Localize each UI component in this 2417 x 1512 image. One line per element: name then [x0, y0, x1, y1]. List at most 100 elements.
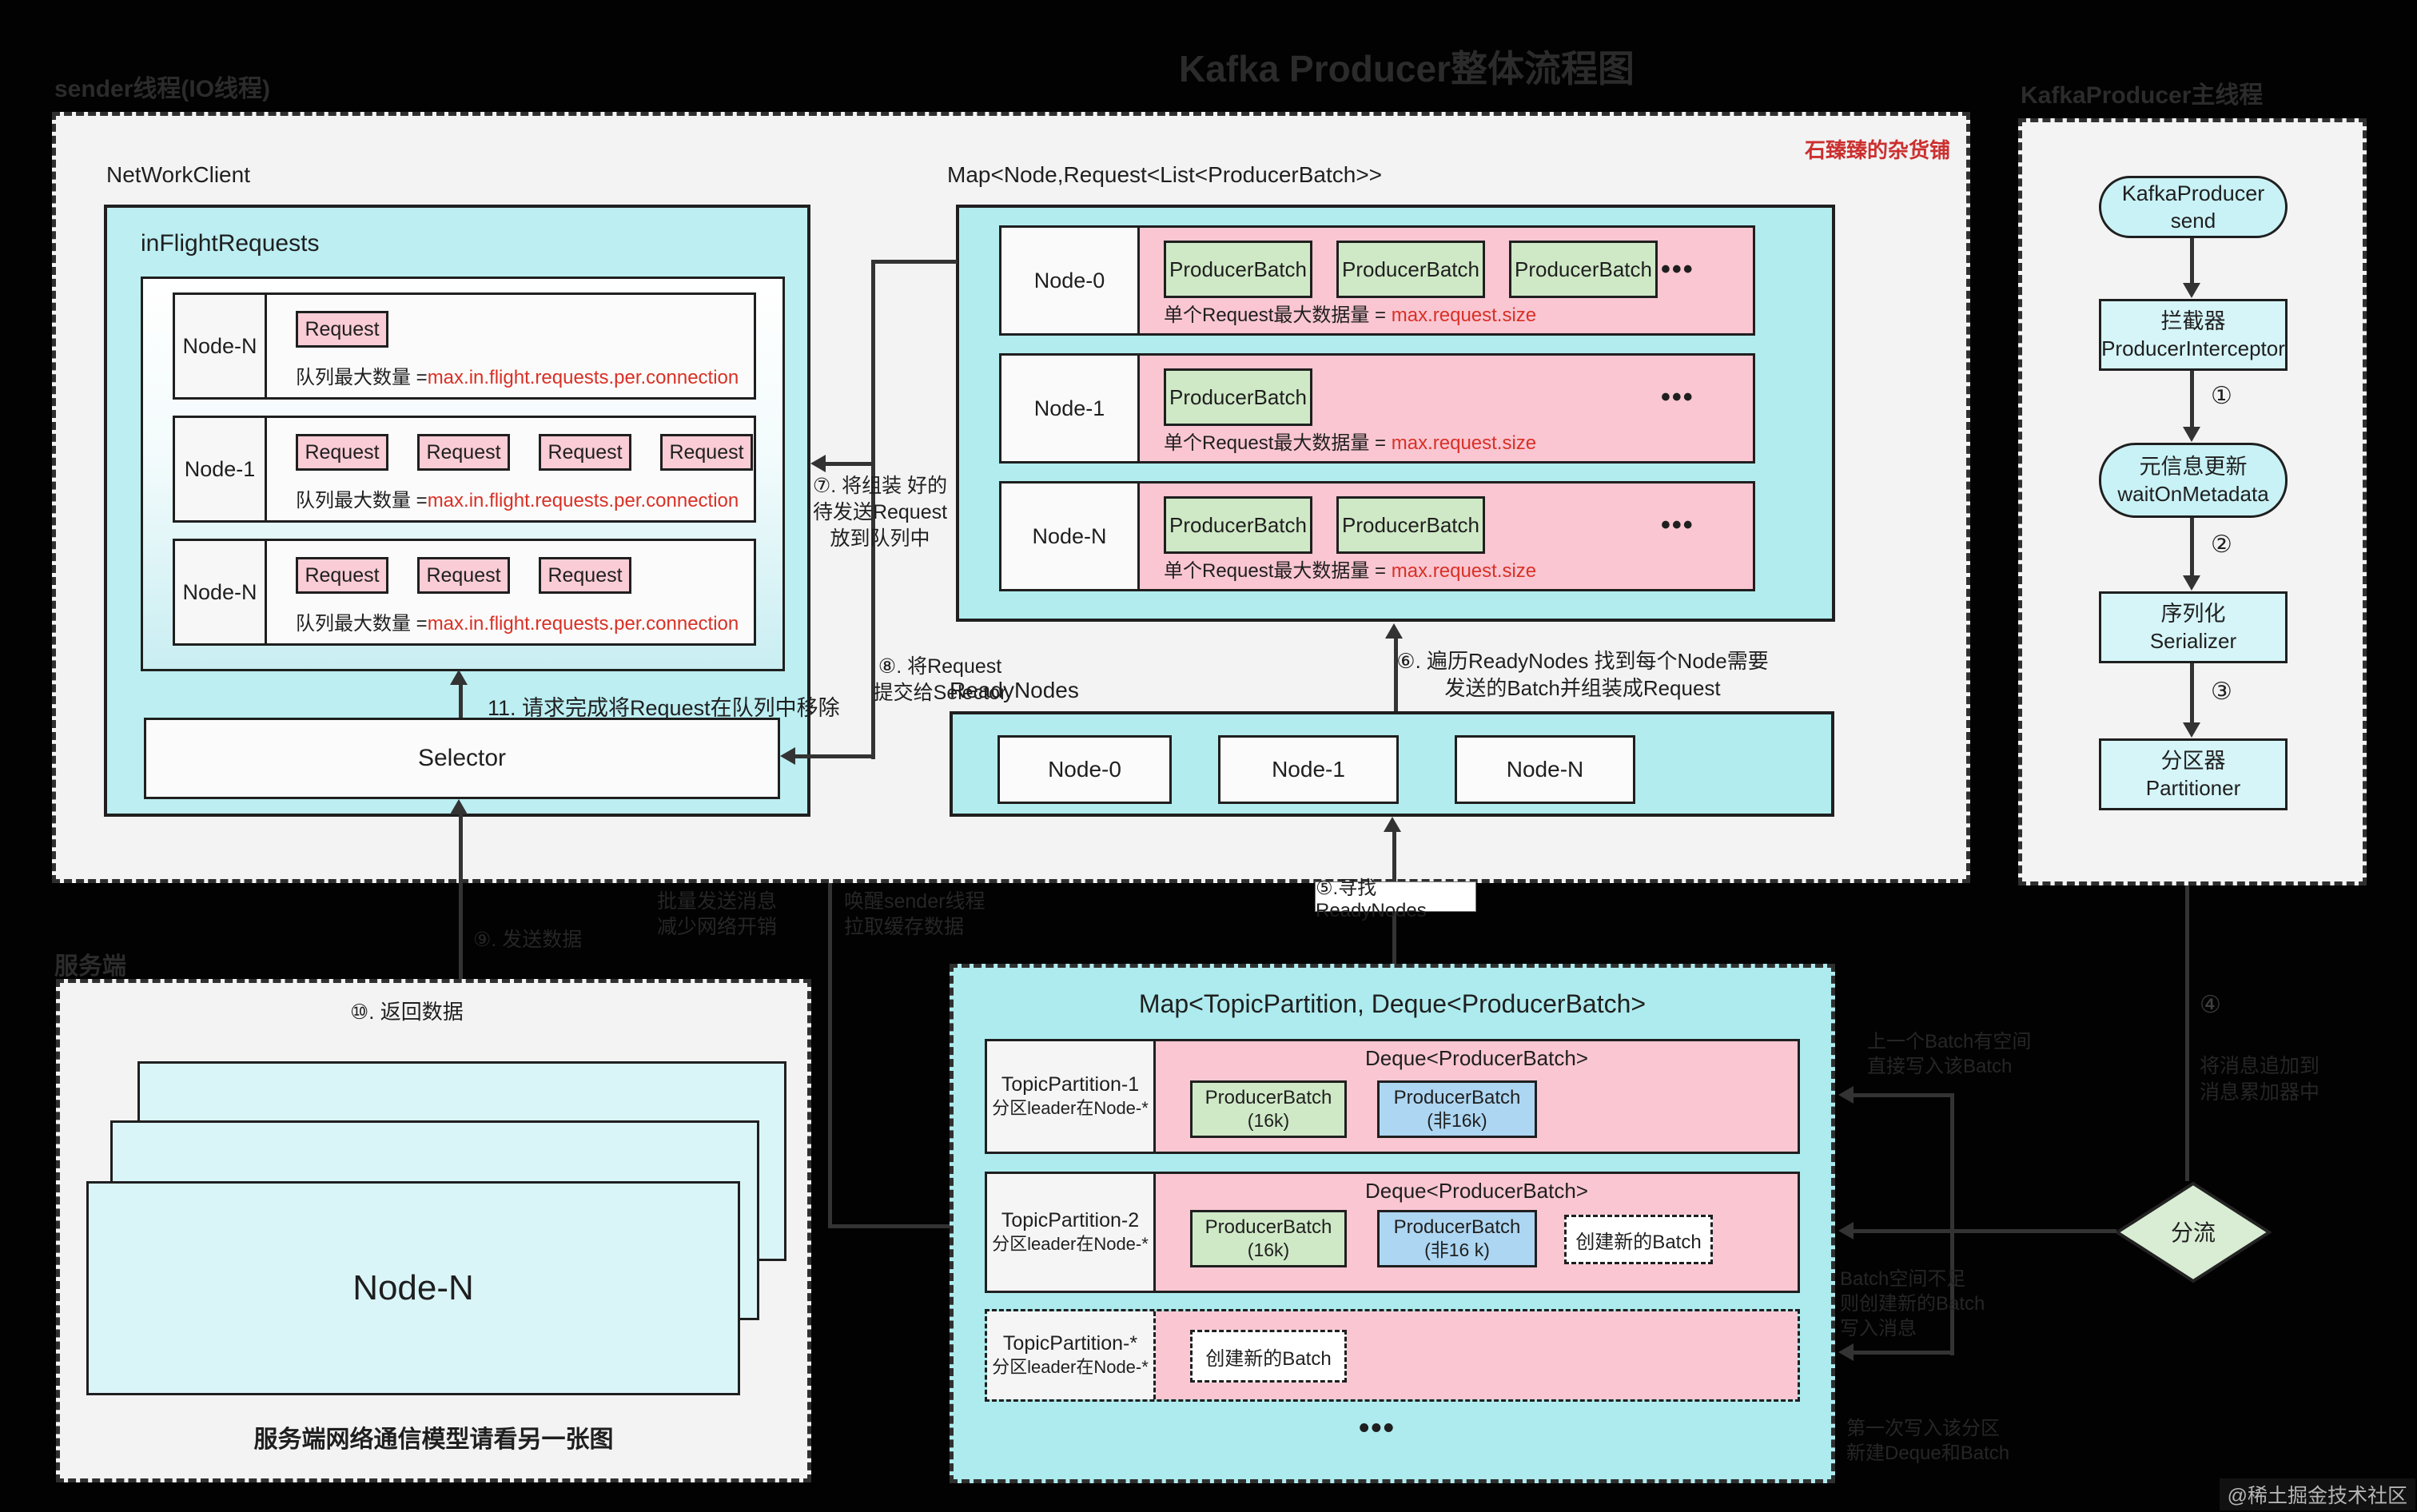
- queue-limit-note: 队列最大数量 =max.in.flight.requests.per.conne…: [296, 361, 739, 389]
- request-map-title: Map<Node,Request<List<ProducerBatch>>: [947, 162, 1383, 187]
- arrowhead: [1385, 623, 1403, 639]
- sender-thread-label: sender线程(IO线程): [54, 76, 271, 102]
- inflight-title: inFlightRequests: [141, 230, 320, 257]
- faint-note-line: 直接写入该Batch: [1867, 1056, 2013, 1077]
- step5-label: ⑤.寻找ReadyNodes: [1315, 877, 1476, 921]
- node-label: Node-0: [1001, 228, 1140, 333]
- brand-label: 石臻臻的杂货铺: [1805, 138, 1951, 162]
- step8-line1: ⑧. 将Request: [878, 655, 1002, 678]
- flow-line1: 序列化: [2160, 602, 2226, 626]
- step11-label: 11. 请求完成将Request在队列中移除: [488, 696, 840, 720]
- producer-batch-chip: ProducerBatch: [1336, 496, 1485, 554]
- inflight-row: Node-N Request 队列最大数量 =max.in.flight.req…: [173, 292, 756, 400]
- arrowhead: [450, 799, 468, 814]
- site-watermark: @稀土掘金技术社区: [2219, 1478, 2415, 1510]
- ready-nodes-title: ReadyNodes: [950, 678, 1079, 702]
- selector-label: Selector: [417, 745, 507, 771]
- arrowhead: [1838, 1222, 1854, 1239]
- batch-size: (16k): [1247, 1110, 1290, 1131]
- producer-batch-chip: ProducerBatch: [1164, 496, 1312, 554]
- request-chip: Request: [296, 557, 388, 594]
- note-prefix: 单个Request最大数据量 =: [1164, 560, 1392, 582]
- arrowhead: [2183, 283, 2200, 298]
- server-node-rect-front: Node-N: [86, 1181, 740, 1395]
- batch-label: ProducerBatch: [1393, 1216, 1521, 1238]
- step3-label: ③: [2211, 678, 2232, 705]
- topic-partition-name: TopicPartition-1: [1001, 1073, 1140, 1096]
- note-value: max.in.flight.requests.per.connection: [427, 490, 739, 511]
- faint-note-line: 写入消息: [1840, 1318, 1917, 1339]
- request-chip: Request: [660, 434, 753, 471]
- request-size-note: 单个Request最大数据量 = max.request.size: [1164, 427, 1536, 455]
- ready-node: Node-1: [1218, 735, 1399, 804]
- step6-line1: ⑥. 遍历ReadyNodes 找到每个Node需要: [1396, 649, 1769, 673]
- ellipsis: •••: [1359, 1411, 1396, 1445]
- faint-note-line: 唤醒sender线程: [844, 890, 986, 913]
- step6-line2: 发送的Batch并组装成Request: [1444, 676, 1721, 700]
- step7-line1: ⑦. 将组装 好的: [812, 475, 948, 497]
- faint-note-line: 拉取缓存数据: [844, 916, 965, 938]
- request-map-row: Node-1 ProducerBatch 单个Request最大数据量 = ma…: [999, 353, 1755, 464]
- faint-note-branch1: 上一个Batch有空间 直接写入该Batch: [1867, 1029, 2051, 1079]
- request-chip: Request: [539, 434, 631, 471]
- flow-line2: waitOnMetadata: [2117, 482, 2269, 506]
- request-size-note: 单个Request最大数据量 = max.request.size: [1164, 299, 1536, 327]
- topic-partition-sub: 分区leader在Node-*: [992, 1234, 1149, 1254]
- connector-line: [1394, 636, 1398, 713]
- step7-label: ⑦. 将组装 好的 待发送Request 放到队列中: [806, 473, 954, 552]
- request-chip: Request: [296, 311, 388, 348]
- flow-line2: send: [2170, 209, 2216, 233]
- topic-partition-cell: TopicPartition-* 分区leader在Node-*: [987, 1311, 1156, 1399]
- batch-size: (非16k): [1427, 1110, 1487, 1131]
- connector-line: [1853, 1229, 2116, 1233]
- new-batch-label: 创建新的Batch: [1205, 1347, 1332, 1370]
- server-node-label: Node-N: [352, 1268, 474, 1307]
- faint-note-line: 减少网络开销: [657, 916, 778, 938]
- ready-node: Node-N: [1455, 735, 1635, 804]
- arrowhead: [1838, 1343, 1854, 1361]
- batch-label: ProducerBatch: [1393, 1087, 1521, 1108]
- request-map-row: Node-0 ProducerBatch ProducerBatch Produ…: [999, 225, 1755, 336]
- faint-note-line: 上一个Batch有空间: [1867, 1031, 2032, 1052]
- faint-note-batching: 批量发送消息 减少网络开销: [657, 889, 825, 940]
- connector-line: [2190, 238, 2194, 284]
- server-caption: 服务端网络通信模型请看另一张图: [253, 1426, 614, 1453]
- flow-line1: 元信息更新: [2139, 455, 2248, 479]
- faint-note-line: 将消息追加到: [2200, 1055, 2320, 1077]
- batch-size: (非16 k): [1424, 1239, 1490, 1260]
- step8-label: ⑧. 将Request 提交给Selector: [868, 654, 1012, 706]
- accumulator-row-dashed: TopicPartition-* 分区leader在Node-*: [985, 1309, 1800, 1402]
- split-diamond: 分流: [2115, 1181, 2272, 1283]
- step8-line2: 提交给Selector: [873, 682, 1007, 704]
- connector-line: [825, 462, 871, 466]
- request-chip: Request: [417, 434, 510, 471]
- ellipsis: •••: [1661, 254, 1694, 284]
- connector-line: [1853, 1351, 1952, 1355]
- faint-note-line: 消息累加器中: [2200, 1081, 2320, 1104]
- new-batch-label: 创建新的Batch: [1575, 1231, 1702, 1253]
- arrowhead: [2183, 722, 2200, 738]
- node-label: Node-1: [1001, 356, 1140, 461]
- step2-label: ②: [2211, 531, 2232, 558]
- connector-line: [2185, 885, 2189, 1181]
- new-batch-chip: 创建新的Batch: [1190, 1330, 1347, 1383]
- step9-label: ⑨. 发送数据: [473, 929, 583, 951]
- connector-line: [1853, 1093, 1952, 1097]
- step4-label: ④: [2200, 992, 2221, 1018]
- serializer-node: 序列化 Serializer: [2099, 591, 2288, 663]
- arrowhead: [1838, 1086, 1854, 1104]
- note-prefix: 队列最大数量 =: [296, 490, 428, 511]
- node-label: Node-N: [1001, 483, 1140, 589]
- arrowhead: [780, 747, 795, 765]
- connector-line: [871, 260, 958, 264]
- producer-batch-16k: ProducerBatch (16k): [1190, 1080, 1347, 1138]
- connector-line: [459, 681, 463, 718]
- connector-line: [794, 754, 871, 758]
- request-chip: Request: [539, 557, 631, 594]
- faint-note-branch2: Batch空间不足 则创建新的Batch 写入消息: [1840, 1267, 2016, 1341]
- ellipsis: •••: [1661, 510, 1694, 540]
- arrowhead: [1384, 817, 1401, 832]
- connector-line: [2190, 663, 2194, 724]
- note-prefix: 单个Request最大数据量 =: [1164, 304, 1392, 326]
- inflight-row: Node-N Request Request Request 队列最大数量 =m…: [173, 539, 756, 646]
